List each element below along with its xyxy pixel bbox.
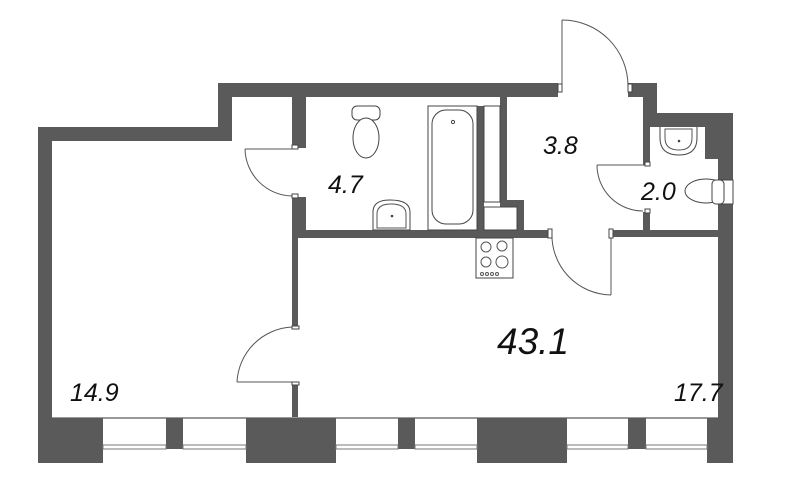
- sink-icon: [372, 199, 411, 231]
- hallway-area-label: 3.8: [543, 132, 578, 160]
- stove-icon: [475, 237, 514, 279]
- shaft: [483, 105, 501, 203]
- bathroom-area-label: 4.7: [328, 171, 363, 199]
- bathtub-icon: [427, 105, 478, 231]
- wc-door: [596, 161, 651, 214]
- total-area-label: 43.1: [497, 321, 570, 362]
- windows: [102, 444, 708, 450]
- bedroom-door: [236, 325, 300, 386]
- fixtures: [351, 105, 734, 279]
- shaft-box: [483, 206, 518, 231]
- living-door: [547, 228, 614, 296]
- wc-area-label: 2.0: [641, 178, 676, 206]
- entrance-door: [557, 19, 633, 93]
- bathroom-door: [244, 144, 299, 199]
- walls: [38, 83, 733, 463]
- doors: [236, 19, 651, 386]
- kitchen-living-area-label: 17.7: [674, 379, 723, 407]
- toilet-icon: [351, 105, 381, 159]
- wc-sink-icon: [659, 127, 698, 156]
- bedroom-area-label: 14.9: [70, 379, 119, 407]
- wc-toilet-icon: [684, 178, 734, 205]
